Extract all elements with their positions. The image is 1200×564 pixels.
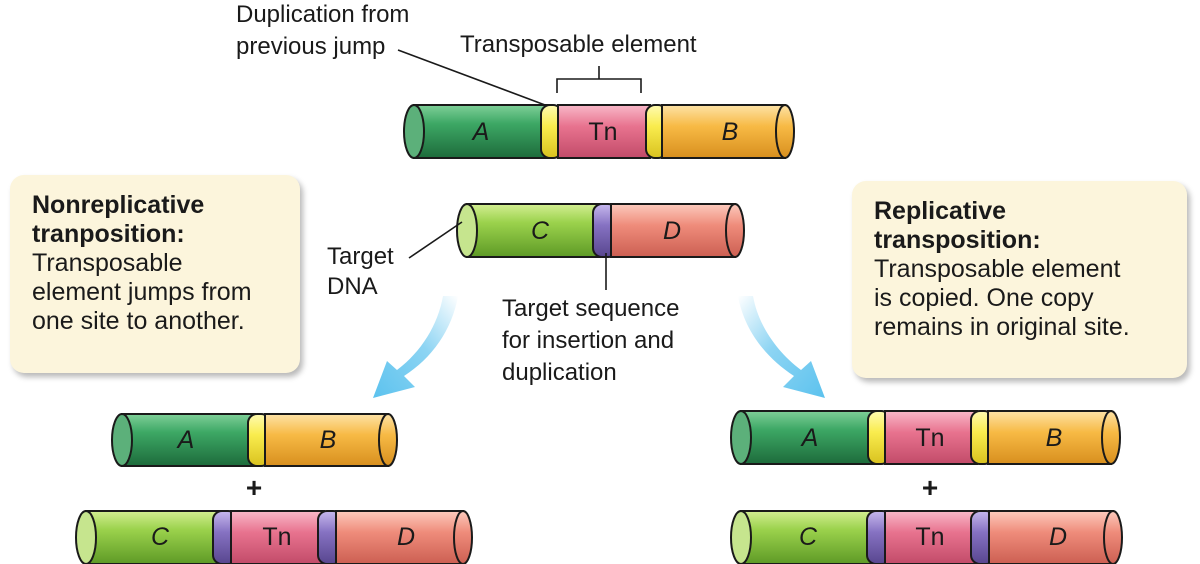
- donor-dna: A Tn B: [403, 104, 795, 159]
- segment-d-label: D: [397, 523, 415, 551]
- nonreplicative-body-line2: element jumps from: [32, 278, 252, 306]
- replicative-info-box: Replicative transposition: Transposable …: [852, 181, 1187, 378]
- segment-tn-label: Tn: [915, 424, 944, 452]
- replicative-arrow: [738, 296, 825, 398]
- replicative-title-line1: Replicative: [874, 197, 1007, 225]
- segment-tn-label: Tn: [915, 523, 944, 551]
- segment-a-label: A: [800, 424, 819, 452]
- nonreplicative-product-ab: A B: [111, 413, 398, 467]
- target-dna: C D: [456, 203, 745, 258]
- nonreplicative-product-ctnd: C Tn D: [75, 510, 473, 564]
- segment-c-label: C: [151, 523, 170, 551]
- segment-a-label: A: [471, 118, 490, 146]
- duplication-leader-line: [397, 49, 546, 106]
- segment-c-label: C: [799, 523, 818, 551]
- duplication-label-line1: Duplication from: [236, 1, 409, 28]
- transposable-element-label: Transposable element: [460, 31, 697, 58]
- segment-tn-label: Tn: [588, 118, 617, 146]
- segment-tn-label: Tn: [262, 523, 291, 551]
- segment-c-label: C: [531, 217, 550, 245]
- target-dna-label-line1: Target: [327, 243, 394, 270]
- duplication-label-line2: previous jump: [236, 33, 385, 60]
- nonreplicative-title-line2: tranposition:: [32, 220, 185, 248]
- replicative-product-ctnd: C Tn D: [730, 510, 1123, 564]
- replicative-body-line3: remains in original site.: [874, 313, 1130, 341]
- segment-b-label: B: [320, 426, 337, 454]
- replicative-product-atnb: A Tn B: [730, 410, 1121, 465]
- plus-sign-right: +: [922, 472, 938, 503]
- target-dna-label-line2: DNA: [327, 273, 378, 300]
- segment-b-label: B: [722, 118, 739, 146]
- segment-b-label: B: [1046, 424, 1063, 452]
- nonreplicative-info-box: Nonreplicative tranposition: Transposabl…: [10, 175, 300, 373]
- target-sequence-label-line3: duplication: [502, 359, 617, 386]
- nonreplicative-body-line1: Transposable: [32, 249, 183, 277]
- segment-a-label: A: [176, 426, 195, 454]
- nonreplicative-arrow: [373, 296, 458, 398]
- segment-d-label: D: [663, 217, 681, 245]
- plus-sign-left: +: [246, 472, 262, 503]
- transposable-element-bracket: [556, 66, 642, 93]
- segment-d-label: D: [1049, 523, 1067, 551]
- target-sequence-label-line1: Target sequence: [502, 295, 679, 322]
- replicative-body-line1: Transposable element: [874, 255, 1121, 283]
- replicative-title-line2: transposition:: [874, 226, 1041, 254]
- nonreplicative-body-line3: one site to another.: [32, 307, 245, 335]
- replicative-body-line2: is copied. One copy: [874, 284, 1094, 312]
- nonreplicative-title-line1: Nonreplicative: [32, 191, 205, 219]
- target-dna-leader-line: [408, 221, 463, 259]
- target-sequence-label-line2: for insertion and: [502, 327, 674, 354]
